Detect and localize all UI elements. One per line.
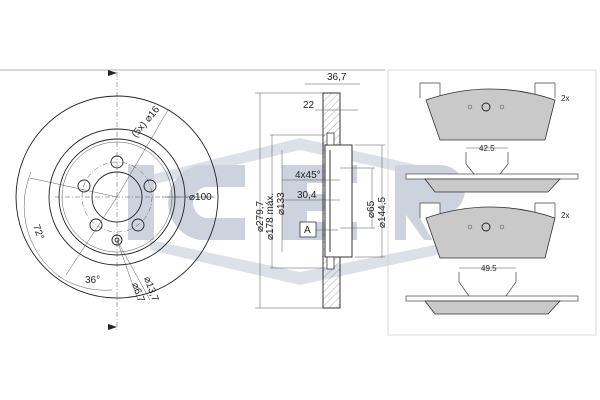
hat-diameter-label: ⌀144,5 bbox=[377, 197, 388, 228]
pad-qty-bottom: 2x bbox=[561, 211, 569, 220]
inner-diameter-label: ⌀133 bbox=[276, 192, 287, 215]
pad-face-top bbox=[425, 88, 556, 141]
angle-72-label: 72° bbox=[30, 223, 46, 241]
bolt-hole bbox=[77, 179, 91, 193]
bore-diameter-label: ⌀65 bbox=[366, 200, 377, 218]
pad-qty-top: 2x bbox=[561, 94, 569, 103]
disc-section-view: 36,7 22 4x45° 30,4 A ⌀279,7 ⌀178 máx. ⌀1… bbox=[255, 72, 388, 309]
thickness-label: 36,7 bbox=[327, 72, 347, 83]
chamfer-label: 4x45° bbox=[295, 170, 321, 181]
datum-box bbox=[299, 221, 317, 238]
locating-hole bbox=[111, 234, 123, 246]
angle-36-label: 36° bbox=[85, 275, 100, 286]
pad-face-bottom bbox=[425, 206, 556, 259]
min-thickness-label: 22 bbox=[303, 100, 315, 111]
pad-width-top: 42.5 bbox=[479, 144, 495, 153]
bolt-hole bbox=[131, 218, 145, 232]
bolt-holes-label: (5x) ⌀16 bbox=[130, 104, 163, 140]
pad-profile-bottom bbox=[424, 300, 561, 315]
bolt-hole bbox=[143, 179, 157, 193]
pads-frame bbox=[387, 69, 597, 336]
datum-label: A bbox=[304, 225, 311, 236]
pad-profile-top bbox=[424, 178, 561, 193]
max-diameter-label: ⌀178 máx. bbox=[265, 193, 276, 240]
pcd-label: ⌀100 bbox=[189, 192, 212, 203]
pad-width-bottom: 49.5 bbox=[481, 264, 497, 273]
hat-depth-label: 30,4 bbox=[297, 190, 317, 201]
bolt-hole bbox=[89, 218, 103, 232]
brake-pads-view: 2x 42.5 2x 49.5 bbox=[405, 82, 579, 315]
outer-diameter-label: ⌀279,7 bbox=[255, 201, 266, 232]
bolt-hole bbox=[110, 155, 124, 169]
watermark-logo bbox=[128, 138, 465, 285]
